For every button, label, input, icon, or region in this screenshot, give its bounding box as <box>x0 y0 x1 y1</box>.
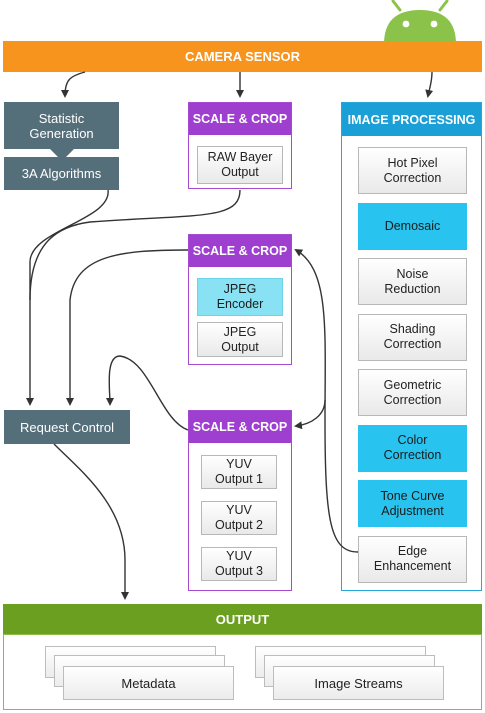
image-processing-step: Tone Curve Adjustment <box>358 480 467 527</box>
jpeg-output-label: JPEG Output <box>221 324 259 354</box>
scale-crop-raw-panel: SCALE & CROP RAW Bayer Output <box>188 102 292 189</box>
scale-crop-jpeg-title-text: SCALE & CROP <box>192 244 288 258</box>
yuv-output-2-box: YUV Output 2 <box>201 501 277 535</box>
scale-crop-raw-title-text: SCALE & CROP <box>192 112 288 126</box>
jpeg-encoder-box: JPEG Encoder <box>197 278 283 316</box>
yuv-output-1-label: YUV Output 1 <box>215 457 263 486</box>
image-streams-label: Image Streams <box>314 675 403 691</box>
scale-crop-raw-title: SCALE & CROP <box>189 103 291 135</box>
yuv-output-2-label: YUV Output 2 <box>215 503 263 532</box>
metadata-label: Metadata <box>121 675 176 691</box>
scale-crop-jpeg-title: SCALE & CROP <box>189 235 291 267</box>
output-bar: OUTPUT <box>3 604 482 635</box>
metadata-card: Metadata <box>63 666 234 700</box>
jpeg-output-box: JPEG Output <box>197 322 283 357</box>
image-processing-title: IMAGE PROCESSING <box>342 103 481 136</box>
arrow-raw-to-request-control <box>29 189 241 301</box>
arrow-3a-to-request-control <box>26 189 109 406</box>
image-processing-step-label: Edge Enhancement <box>373 544 452 573</box>
image-streams-card: Image Streams <box>273 666 444 700</box>
arrow-edge-to-jpeg-crop <box>294 248 359 553</box>
arrow-jpeg-to-request-control <box>66 249 189 406</box>
request-control-label: Request Control <box>20 419 114 435</box>
output-label: OUTPUT <box>215 612 270 627</box>
yuv-output-3-label: YUV Output 3 <box>215 549 263 578</box>
image-processing-step-label: Tone Curve Adjustment <box>380 488 445 518</box>
arrow-sensor-to-statistics <box>61 71 86 98</box>
image-processing-step: Edge Enhancement <box>358 535 467 583</box>
camera-sensor-bar: CAMERA SENSOR <box>3 41 482 72</box>
arrow-sensor-to-image-processing <box>425 71 434 98</box>
raw-bayer-output-box: RAW Bayer Output <box>197 146 283 184</box>
image-processing-step: Shading Correction <box>358 313 467 361</box>
request-control-box: Request Control <box>4 410 130 444</box>
image-processing-step-label: Shading Correction <box>383 322 442 351</box>
image-processing-step-label: Noise Reduction <box>384 266 441 296</box>
scale-crop-jpeg-panel: SCALE & CROP JPEG Encoder JPEG Output <box>188 234 292 365</box>
image-processing-step: Demosaic <box>358 202 467 250</box>
scale-crop-yuv-panel: SCALE & CROP YUV Output 1 YUV Output 2 Y… <box>188 410 292 591</box>
android-logo-icon <box>384 0 456 44</box>
jpeg-encoder-label: JPEG Encoder <box>216 282 264 311</box>
3a-algorithms-label: 3A Algorithms <box>21 166 102 181</box>
scale-crop-yuv-title: SCALE & CROP <box>189 411 291 443</box>
3a-algorithms-box: 3A Algorithms <box>4 157 119 190</box>
arrow-edge-to-yuv-crop <box>294 399 326 430</box>
scale-crop-yuv-title-text: SCALE & CROP <box>192 420 288 434</box>
yuv-output-1-box: YUV Output 1 <box>201 455 277 489</box>
raw-bayer-output-label: RAW Bayer Output <box>207 150 273 179</box>
image-processing-step-label: Hot Pixel Correction <box>383 155 442 185</box>
image-processing-step-label: Demosaic <box>384 218 441 233</box>
image-processing-step: Geometric Correction <box>358 369 467 416</box>
image-processing-step: Hot Pixel Correction <box>358 147 467 194</box>
statistic-generation-label: Statistic Generation <box>29 110 94 141</box>
image-processing-title-text: IMAGE PROCESSING <box>347 112 476 127</box>
image-processing-step-label: Geometric Correction <box>383 377 442 407</box>
statistic-generation-box: Statistic Generation <box>4 102 119 149</box>
camera-sensor-label: CAMERA SENSOR <box>184 49 301 64</box>
down-triangle-icon <box>49 148 75 161</box>
arrow-yuv-to-request-control <box>105 355 189 431</box>
output-panel: Metadata Image Streams <box>3 634 482 710</box>
image-processing-step: Color Correction <box>358 424 467 472</box>
yuv-output-3-box: YUV Output 3 <box>201 547 277 581</box>
arrow-request-to-output <box>53 443 129 600</box>
image-processing-step-label: Color Correction <box>383 433 442 462</box>
image-processing-step: Noise Reduction <box>358 258 467 305</box>
